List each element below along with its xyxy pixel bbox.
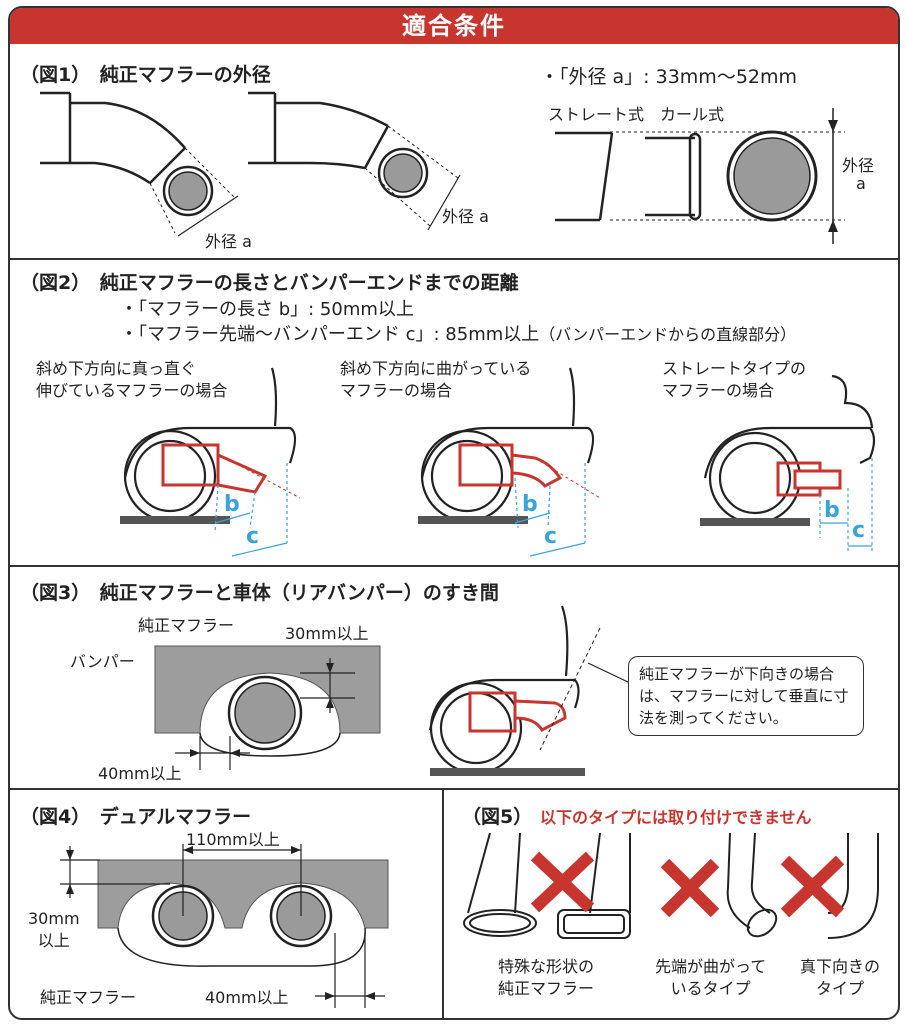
fig3-gap40: 40mm以上 [98,764,182,783]
case2-c: c [544,524,558,549]
bent-pipe-1 [40,91,186,185]
fig3-muffler-inner [234,682,296,744]
fig3-title: （図3） 純正マフラーと車体（リアバンパー）のすき間 [20,582,499,604]
fig1-drawings [40,91,845,244]
muffler-inner-2 [383,153,423,193]
conditions-panel: 適合条件 （図1） 純正マフラーの外径 ・「外径 a」: 33mm〜52mm [8,6,900,1020]
divider-4 [442,788,444,1018]
case3-ground [700,518,810,526]
fig2-line2: ・「マフラー先端〜バンパーエンド c」: 85mm以上（バンパーエンドからの直線… [120,324,797,345]
case3-c: c [852,518,866,543]
divider-3 [10,788,898,790]
case3-b: b [824,498,840,523]
x-mark-1 [530,851,595,913]
fig3-gap30: 30mm以上 [285,624,369,643]
outer-a-label: a [856,174,866,193]
case2-dims [514,463,586,557]
case3-dims [819,458,873,553]
divider-1 [10,258,898,260]
fig3-ground [430,768,585,776]
case1-c: c [246,524,260,549]
dual-bumper [97,859,389,929]
fig4-gap40: 40mm以上 [205,988,289,1007]
muffler-inner-1 [168,171,208,211]
curl-type-label: カール式 [660,105,725,124]
curl-type-pipe [645,132,702,221]
header-title: 適合条件 [10,8,898,44]
fig1-title: （図1） 純正マフラーの外径 [20,64,271,86]
case1-label: 斜め下方向に真っ直ぐ伸びているマフラーの場合 [36,359,228,400]
x-mark-2 [660,858,720,918]
fig3-bumper-label: バンパー [70,652,135,671]
case1-ground [120,516,230,524]
fig5-type3: 真下向きのタイプ [800,957,881,998]
fig3-callout: 純正マフラーが下向きの場合は、マフラーに対して垂直に寸法を測ってください。 [628,656,864,736]
outer-label: 外径 [842,156,875,175]
fig5-type1: 特殊な形状の純正マフラー [498,957,595,998]
fig3-drawings [154,605,631,776]
straight-type-label: ストレート式 [548,105,645,124]
bent-tip-muffler [726,832,778,938]
bent-pipe-2 [248,91,390,170]
case2-ground [418,516,528,524]
case1-dims [214,463,288,557]
case3-pipe [793,469,842,490]
case2-pipe [510,453,563,488]
fig1-spec: ・「外径 a」: 33mm〜52mm [540,66,798,88]
fig5-drawings [463,832,879,939]
case3-label: ストレートタイプのマフラーの場合 [662,359,807,400]
fig2-title: （図2） 純正マフラーの長さとバンパーエンドまでの距離 [20,272,519,294]
fig2-drawings [120,367,876,557]
x-mark-3 [780,855,845,918]
fig3-pipe [513,699,567,732]
fig5-title: （図5） [462,806,533,828]
fig3-muffler-label: 純正マフラー [138,616,235,635]
case2-b: b [522,492,538,517]
case1-b: b [224,492,240,517]
fig4-drawings [60,844,389,1008]
fig4-title: （図4） デュアルマフラー [20,806,252,828]
fig4-muffler-label: 純正マフラー [40,988,137,1007]
case2-label: 斜め下方向に曲がっているマフラーの場合 [340,359,532,400]
straight-type-pipe [555,131,614,222]
fig1-label-a-2: 外径 a [442,207,489,226]
outer-diameter-fill [733,137,811,215]
fig5-warning: 以下のタイプには取り付けできません [540,808,812,827]
straight-down-muffler [827,833,879,939]
fig2-line1: ・「マフラーの長さ b」: 50mm以上 [120,299,414,320]
divider-2 [10,565,898,567]
fig5-type2: 先端が曲がっているタイプ [655,957,767,998]
bumper-cutout [154,645,381,734]
special-shape-muffler [463,832,631,939]
fig4-spacing: 110mm以上 [186,830,280,849]
fig1-label-a-1: 外径 a [205,232,252,251]
